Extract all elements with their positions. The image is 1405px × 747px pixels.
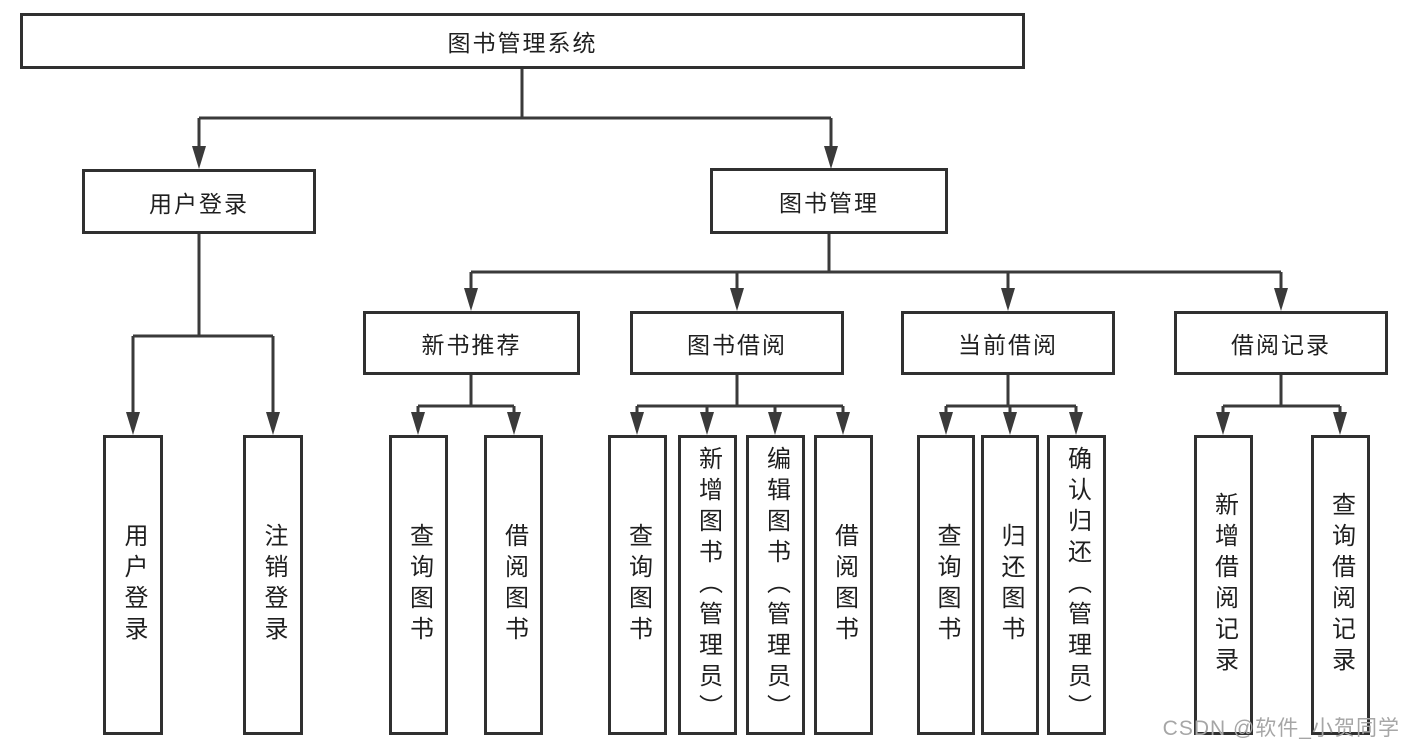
node-module-borrowing-records: 借阅记录 — [1174, 311, 1388, 375]
node-leaf-add-borrow-record: 新增借阅记录 — [1194, 435, 1253, 735]
node-label: 编辑图书（管理员） — [762, 445, 790, 725]
node-label: 新增图书（管理员） — [694, 445, 722, 725]
node-leaf-query-books-borrowing: 查询图书 — [608, 435, 667, 735]
node-leaf-return-books: 归还图书 — [981, 435, 1039, 735]
node-label: 图书管理 — [779, 190, 879, 216]
node-leaf-logout: 注销登录 — [243, 435, 303, 735]
node-leaf-confirm-return-admin: 确认归还（管理员） — [1047, 435, 1106, 735]
node-leaf-add-book-admin: 新增图书（管理员） — [678, 435, 737, 735]
csdn-watermark: CSDN @软件_小贺同学 — [1162, 717, 1400, 740]
node-label: 新增借阅记录 — [1210, 492, 1238, 678]
node-leaf-user-login: 用户登录 — [103, 435, 163, 735]
node-leaf-query-books-current: 查询图书 — [917, 435, 975, 735]
node-leaf-edit-book-admin: 编辑图书（管理员） — [746, 435, 805, 735]
node-label: 注销登录 — [260, 523, 287, 647]
node-module-new-book-recommendation: 新书推荐 — [363, 311, 580, 375]
node-label: 借阅记录 — [1231, 332, 1331, 358]
node-label: 借阅图书 — [500, 523, 528, 647]
node-label: 图书借阅 — [687, 332, 787, 358]
node-label: 查询图书 — [933, 523, 960, 647]
node-label: 查询借阅记录 — [1327, 492, 1355, 678]
node-label: 归还图书 — [997, 523, 1024, 647]
node-module-book-borrowing: 图书借阅 — [630, 311, 844, 375]
node-library-management-system: 图书管理系统 — [20, 13, 1025, 69]
node-label: 当前借阅 — [958, 332, 1058, 358]
node-label: 用户登录 — [120, 523, 147, 647]
node-leaf-borrow-books-borrowing: 借阅图书 — [814, 435, 873, 735]
node-branch-user-login: 用户登录 — [82, 169, 316, 234]
node-label: 用户登录 — [149, 190, 249, 217]
node-label: 新书推荐 — [421, 332, 522, 358]
node-leaf-query-books-recommend: 查询图书 — [389, 435, 448, 735]
node-label: 查询图书 — [405, 523, 433, 647]
node-leaf-borrow-books-recommend: 借阅图书 — [484, 435, 543, 735]
node-label: 查询图书 — [624, 523, 652, 647]
node-label: 确认归还（管理员） — [1063, 445, 1091, 725]
node-branch-book-management: 图书管理 — [710, 168, 948, 234]
node-label: 图书管理系统 — [447, 30, 598, 56]
node-leaf-query-borrow-record: 查询借阅记录 — [1311, 435, 1370, 735]
node-module-current-borrowing: 当前借阅 — [901, 311, 1115, 375]
node-label: 借阅图书 — [830, 523, 858, 647]
